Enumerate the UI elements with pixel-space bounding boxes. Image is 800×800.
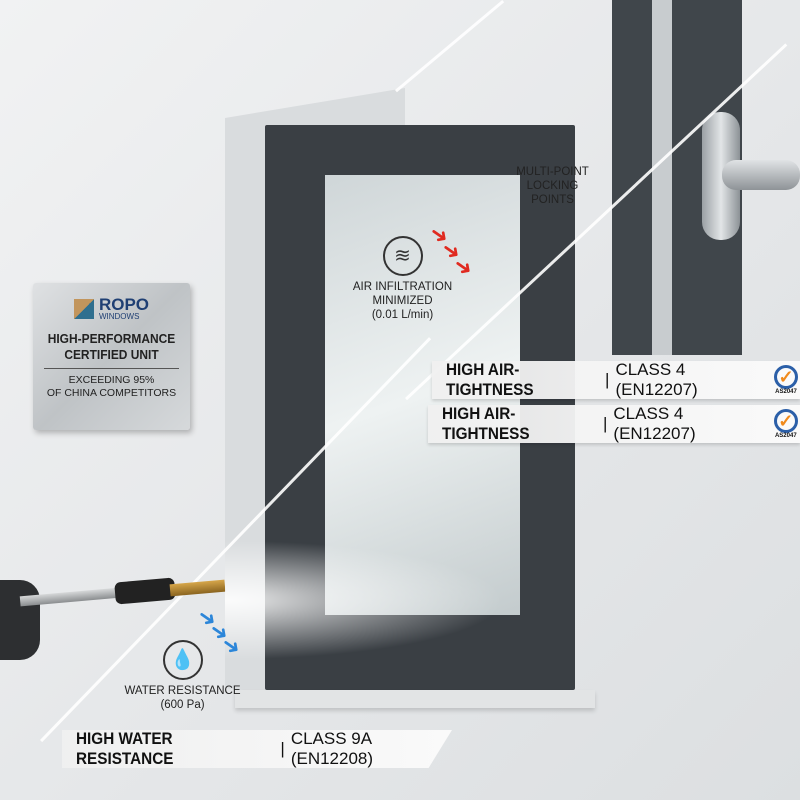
air-callout: ≋ AIR INFILTRATION MINIMIZED (0.01 L/min… <box>340 236 465 322</box>
banner-title: HIGH AIR-TIGHTNESS <box>442 404 530 443</box>
plaque-title: HIGH-PERFORMANCE <box>47 331 176 346</box>
callout-text: LOCKING <box>526 180 579 192</box>
water-drop-icon: 💧 <box>162 640 203 680</box>
plaque-subtitle: EXCEEDING 95% <box>68 374 155 386</box>
water-spray <box>225 540 505 660</box>
banner-class: CLASS 9A (EN12208) <box>290 729 374 768</box>
checkmark-badge-icon: ✓ <box>773 365 798 389</box>
divider <box>44 368 179 369</box>
certification-badge: ✓AS2047 <box>772 365 800 395</box>
callout-text: (0.01 L/min) <box>371 309 434 321</box>
plaque-subtitle: OF CHINA COMPETITORS <box>46 387 177 399</box>
air-tightness-banner: HIGH AIR-TIGHTNESS | CLASS 4 (EN12207) ✓AS… <box>432 360 800 399</box>
banner-class: CLASS 4 (EN12207) <box>615 360 698 399</box>
wind-icon: ≋ <box>382 236 423 276</box>
callout-text: MULTI-POINT <box>516 166 589 178</box>
separator: | <box>602 414 608 433</box>
banner-title: HIGH AIR-TIGHTNESS <box>446 360 534 399</box>
water-callout: 💧 WATER RESISTANCE (600 Pa) <box>115 640 250 712</box>
banner-class: CLASS 4 (EN12207) <box>613 404 696 443</box>
callout-text: AIR INFILTRATION <box>352 281 453 293</box>
air-tightness-banner: HIGH AIR-TIGHTNESS | CLASS 4 (EN12207) ✓AS… <box>428 404 800 443</box>
pressure-washer-gun <box>0 580 40 660</box>
badge-label: AS2047 <box>774 433 797 439</box>
callout-text: POINTS <box>531 194 574 206</box>
callout-text: MINIMIZED <box>372 295 433 307</box>
water-resistance-banner: HIGH WATER RESISTANCE | CLASS 9A (EN12208) <box>62 730 452 768</box>
separator: | <box>605 370 610 389</box>
brand-sub: WINDOWS <box>98 312 140 321</box>
checkmark-badge-icon: ✓ <box>773 409 798 433</box>
banner-title: HIGH WATER RESISTANCE <box>76 729 174 768</box>
locking-callout: MULTI-POINT LOCKING POINTS <box>500 165 605 207</box>
callout-text: (600 Pa) <box>160 699 205 711</box>
certification-badge: ✓AS2047 <box>772 409 800 439</box>
separator: | <box>280 739 285 758</box>
plaque-title: CERTIFIED UNIT <box>64 347 159 362</box>
window-sill <box>235 690 595 708</box>
locking-bar <box>652 0 672 355</box>
brand-name: ROPO <box>98 295 150 314</box>
callout-text: WATER RESISTANCE <box>124 685 241 697</box>
logo-mark-icon <box>73 299 94 319</box>
door-handle-lever <box>722 160 800 190</box>
badge-label: AS2047 <box>775 389 797 395</box>
